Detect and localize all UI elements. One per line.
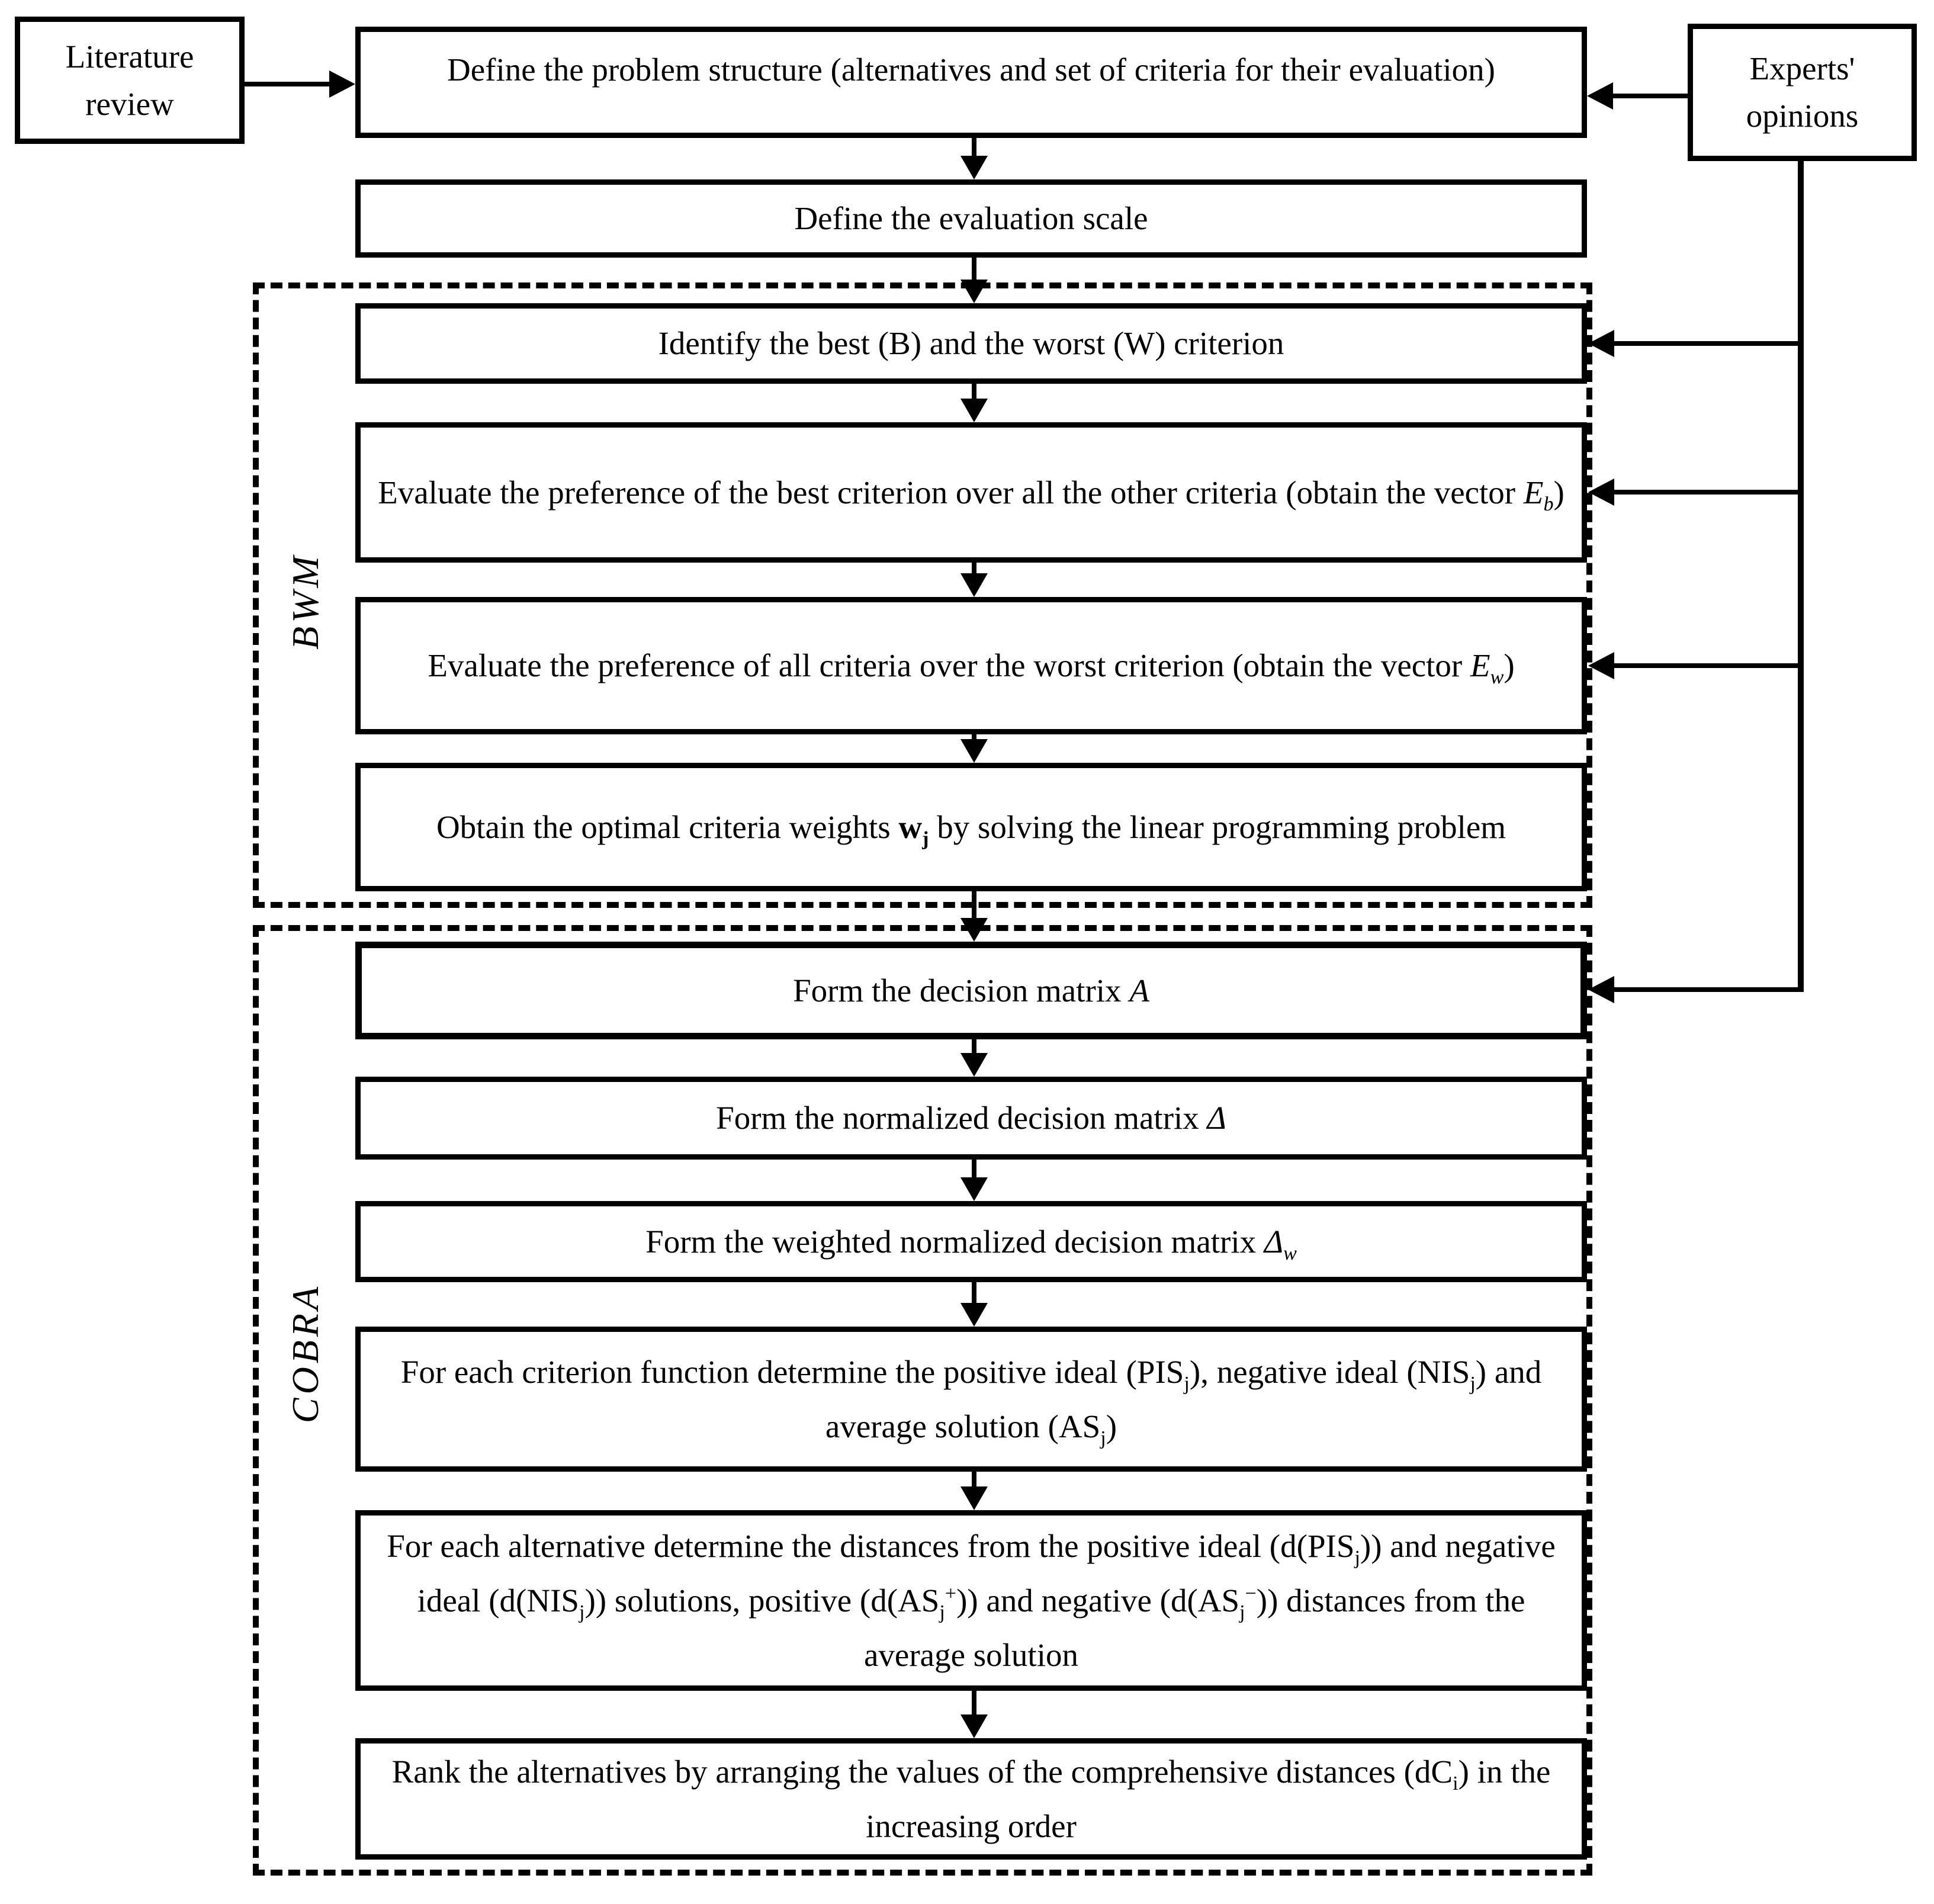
step-label: Form the decision matrix A [793,972,1149,1009]
arrow-3-4-shaft [972,384,976,403]
step-identify-best-worst: Identify the best (B) and the worst (W) … [355,303,1587,384]
arrow-7-8-shaft [972,1039,976,1058]
step-rank-alternatives: Rank the alternatives by arranging the v… [355,1738,1587,1860]
arrow-2-3-shaft [972,258,976,284]
arrow-3-4-head [960,399,988,422]
arrow-4-5-head [960,573,988,597]
step-label: Form the normalized decision matrix Δ [716,1100,1226,1136]
step-define-evaluation-scale: Define the evaluation scale [355,179,1587,258]
arrow-experts-step3-shaft [1609,341,1804,346]
arrow-11-12-shaft [972,1691,976,1719]
arrow-4-5-shaft [972,563,976,578]
arrow-10-11-shaft [972,1472,976,1491]
experts-opinions-box: Experts' opinions [1688,24,1917,161]
arrow-experts-step4-shaft [1609,490,1804,495]
step-evaluate-worst-preference: Evaluate the preference of all criteria … [355,597,1587,734]
step-label: Define the problem structure (alternativ… [447,52,1495,88]
arrow-8-9-shaft [972,1160,976,1182]
step-determine-ideal-solutions: For each criterion function determine th… [355,1327,1587,1472]
step-label: Identify the best (B) and the worst (W) … [658,325,1284,361]
step-label: Form the weighted normalized decision ma… [645,1223,1297,1264]
arrow-9-10-head [960,1303,988,1327]
arrow-2-3-head [960,280,988,303]
arrow-11-12-head [960,1714,988,1738]
arrow-experts-step7-shaft [1609,987,1804,992]
step-label: Obtain the optimal criteria weights wj b… [436,808,1506,850]
arrow-experts-step5-shaft [1609,663,1804,668]
cobra-group-label: COBRA [284,1283,326,1424]
arrow-6-7-head [960,918,988,942]
bwm-group-frame [253,282,1592,908]
step-label: For each alternative determine the dista… [387,1527,1556,1673]
step-evaluate-best-preference: Evaluate the preference of the best crit… [355,422,1587,563]
arrow-5-6-head [960,739,988,763]
arrow-9-10-shaft [972,1282,976,1308]
step-label: Rank the alternatives by arranging the v… [391,1753,1551,1844]
step-obtain-weights: Obtain the optimal criteria weights wj b… [355,763,1587,891]
literature-review-label: Literature review [65,38,194,122]
arrow-literature-shaft [245,82,334,86]
arrow-1-2-shaft [972,138,976,160]
step-determine-distances: For each alternative determine the dista… [355,1510,1587,1691]
step-label: For each criterion function determine th… [400,1353,1542,1449]
step-form-weighted-matrix: Form the weighted normalized decision ma… [355,1201,1587,1282]
arrow-10-11-head [960,1486,988,1510]
arrow-literature-head [329,70,355,98]
cobra-group-frame [253,925,1592,1876]
experts-opinions-label: Experts' opinions [1746,50,1859,134]
experts-feed-line [1798,161,1804,992]
arrow-6-7-shaft [972,891,976,923]
step-label: Define the evaluation scale [794,200,1148,236]
step-label: Evaluate the preference of the best crit… [378,474,1564,515]
arrow-8-9-head [960,1177,988,1201]
arrow-7-8-head [960,1053,988,1077]
step-form-normalized-matrix: Form the normalized decision matrix Δ [355,1077,1587,1160]
step-form-decision-matrix: Form the decision matrix A [355,942,1587,1039]
literature-review-box: Literature review [15,17,245,144]
arrow-experts-step1-shaft [1608,94,1688,98]
step-define-problem-structure: Define the problem structure (alternativ… [355,27,1587,138]
bwm-group-label: BWM [284,553,326,650]
step-label: Evaluate the preference of all criteria … [428,647,1515,688]
arrow-1-2-head [960,156,988,179]
